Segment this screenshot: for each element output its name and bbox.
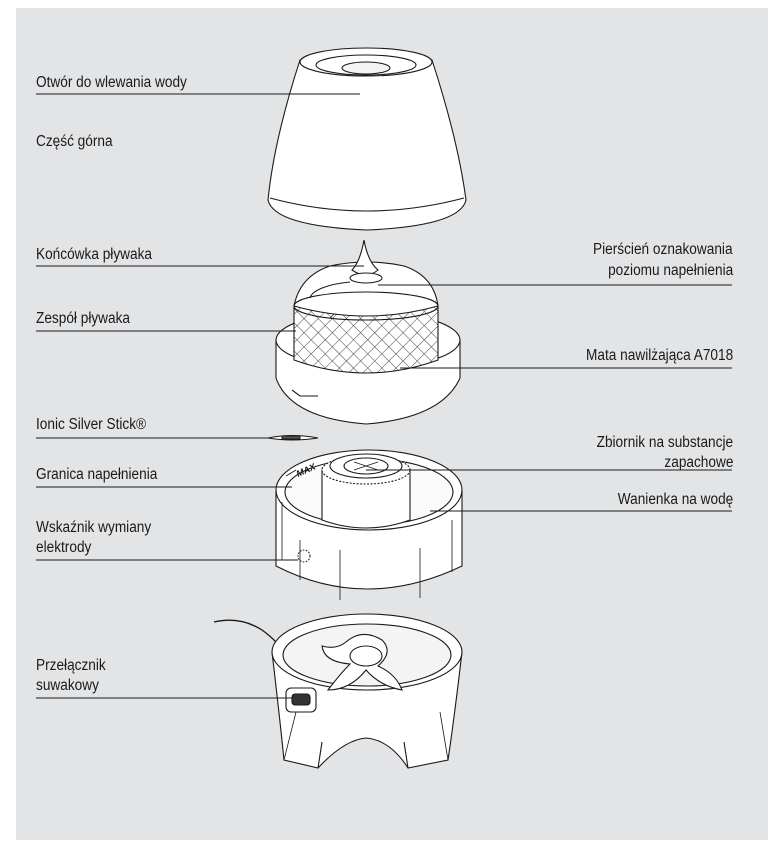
aroma-tank-label-line2: zapachowe [664,453,733,472]
fill-ring-label-line2: poziomu napełnienia [608,261,733,280]
water-opening-label: Otwór do wlewania wody [36,73,187,92]
ionic-stick-label: Ionic Silver Stick® [36,415,146,434]
float-assembly-label: Zespół pływaka [36,309,130,328]
float-assembly [276,240,460,424]
mat-label: Mata nawilżająca A7018 [586,346,733,365]
float-tip-label: Końcówka pływaka [36,245,152,264]
aroma-tank-label-line1: Zbiornik na substancje [597,433,733,452]
slide-switch-label-line1: Przełącznik [36,656,106,675]
fill-ring-label-line1: Pierścień oznakowania [593,240,733,259]
top-part [268,48,466,230]
top-part-label: Część górna [36,132,113,151]
electrode-indicator-label-line2: elektrody [36,538,91,557]
ionic-silver-stick [268,436,318,441]
electrode-indicator-label-line1: Wskaźnik wymiany [36,518,151,537]
slide-switch-label-line2: suwakowy [36,676,99,695]
fill-limit-label: Granica napełnienia [36,465,157,484]
base-unit [214,614,462,768]
water-tray-label: Wanienka na wodę [617,490,733,509]
